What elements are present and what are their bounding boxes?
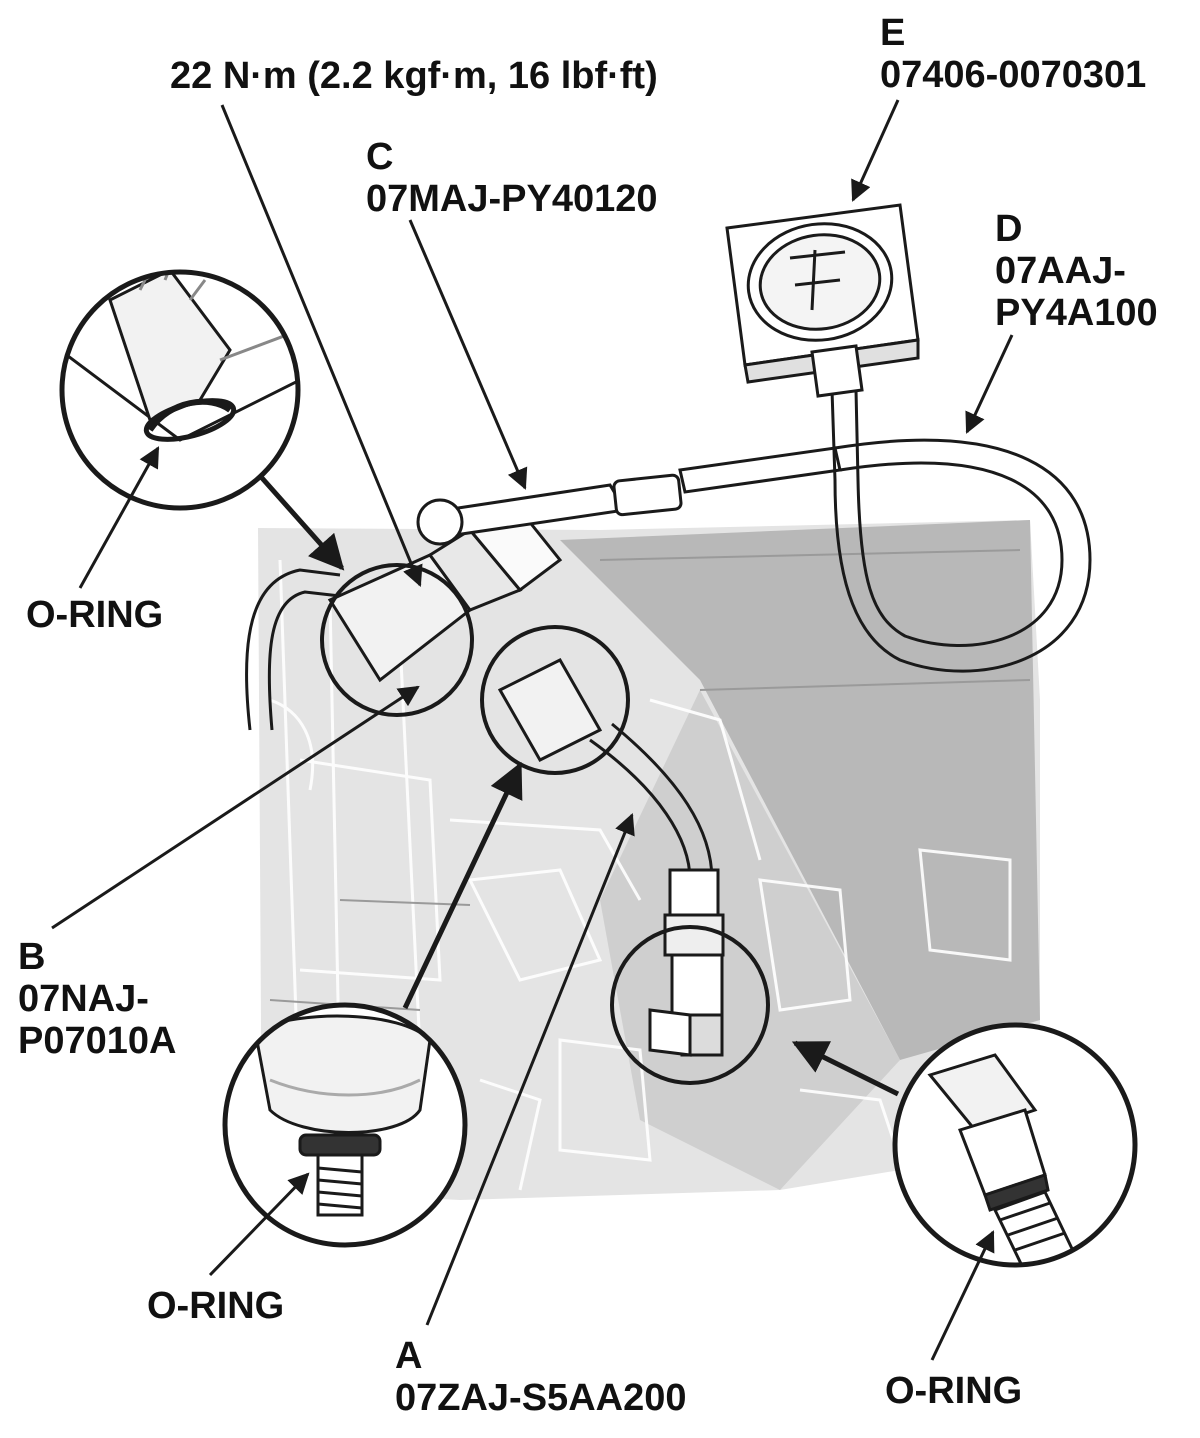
o-ring-top-left-label: O-RING xyxy=(26,594,164,636)
tool-b-label: B 07NAJ- P07010A xyxy=(18,936,176,1062)
leader-tool-b xyxy=(51,685,420,930)
tool-a-part-number: 07ZAJ-S5AA200 xyxy=(395,1377,687,1419)
inset-top-left xyxy=(59,269,301,511)
leader-o-ring-bottom-left xyxy=(208,1172,310,1277)
tool-c-label: C 07MAJ-PY40120 xyxy=(366,136,658,220)
o-ring-bottom-right-label: O-RING xyxy=(885,1370,1023,1412)
tool-e-label: E 07406-0070301 xyxy=(880,12,1146,96)
torque-spec-label: 22 N·m (2.2 kgf·m, 16 lbf·ft) xyxy=(170,55,658,97)
inset-bottom-right xyxy=(892,1022,1138,1268)
tool-b-part-number-line2: P07010A xyxy=(18,1020,177,1062)
leader-tool-e xyxy=(851,99,900,202)
detail-ring-b xyxy=(320,563,770,1085)
tool-d-part-number-line2: PY4A100 xyxy=(995,292,1158,334)
tool-d-letter: D xyxy=(995,208,1023,250)
fuel-line-left xyxy=(245,568,341,731)
leader-lines xyxy=(51,99,1014,1361)
inset-pointer-arrows xyxy=(260,476,900,1097)
tool-c-letter: C xyxy=(366,136,394,178)
tool-e-letter: E xyxy=(880,12,906,54)
tool-b-part-number-line1: 07NAJ- xyxy=(18,978,149,1020)
tool-a-letter: A xyxy=(395,1335,423,1377)
tool-c-part-number: 07MAJ-PY40120 xyxy=(366,178,658,220)
leader-o-ring-top-left xyxy=(78,446,160,589)
leader-torque xyxy=(220,104,423,587)
leader-tool-d xyxy=(965,334,1014,434)
tool-e-pressure-gauge xyxy=(725,203,920,398)
o-ring-bottom-left-label: O-RING xyxy=(147,1285,285,1327)
tool-d-hose xyxy=(830,389,1092,673)
tool-d-part-number-line1: 07AAJ- xyxy=(995,250,1126,292)
tool-a-line xyxy=(497,658,725,1057)
tool-d-label: D 07AAJ- PY4A100 xyxy=(995,208,1158,334)
leader-tool-c xyxy=(408,219,528,490)
leader-tool-a xyxy=(425,813,635,1326)
tool-a-label: A 07ZAJ-S5AA200 xyxy=(395,1335,686,1419)
tool-b-letter: B xyxy=(18,936,46,978)
leader-o-ring-bottom-right xyxy=(930,1230,995,1361)
tool-c-hose xyxy=(416,446,842,546)
tool-e-part-number: 07406-0070301 xyxy=(880,54,1147,96)
inset-bottom-left xyxy=(222,1002,468,1248)
